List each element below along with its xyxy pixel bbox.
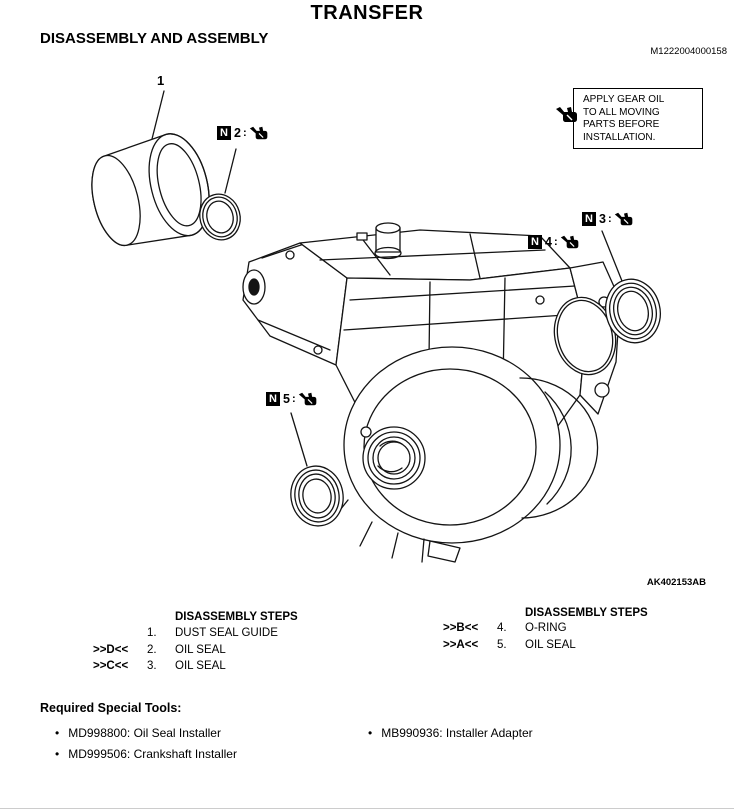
oil-icon: [249, 126, 267, 140]
callout-separator: :: [242, 127, 247, 139]
tool-name: MD998800: Oil Seal Installer: [68, 726, 221, 740]
callout-1: 1: [157, 73, 165, 88]
note-line: APPLY GEAR OIL: [583, 94, 665, 105]
oil-icon: [556, 107, 577, 122]
step-name: OIL SEAL: [525, 639, 576, 651]
transfer-case-diagram: [91, 90, 661, 563]
tool-item: • MD999506: Crankshaft Installer: [55, 747, 237, 761]
non-reusable-symbol: N: [582, 212, 596, 226]
step-row: >>C<< 3. OIL SEAL: [93, 660, 226, 672]
tool-name: MD999506: Crankshaft Installer: [68, 747, 237, 761]
gear-oil-note-box: APPLY GEAR OIL TO ALL MOVING PARTS BEFOR…: [556, 88, 703, 149]
callout-number: 5: [283, 392, 290, 406]
step-name: DUST SEAL GUIDE: [175, 627, 278, 639]
gear-case-drawing: [242, 222, 621, 563]
bullet: •: [55, 726, 60, 740]
tool-item: • MD998800: Oil Seal Installer: [55, 726, 221, 740]
note-line: PARTS BEFORE: [583, 119, 660, 130]
note-line: INSTALLATION.: [583, 131, 656, 143]
steps-heading-left: DISASSEMBLY STEPS: [175, 611, 298, 623]
callout-separator: :: [291, 393, 296, 405]
oil-seal-5-drawing: [290, 465, 344, 527]
figure-code: AK402153AB: [646, 577, 706, 588]
non-reusable-symbol: N: [528, 235, 542, 249]
bullet: •: [55, 747, 60, 761]
oil-seal-3-drawing: [605, 278, 661, 344]
step-row: 1. DUST SEAL GUIDE: [93, 627, 278, 639]
callout-n2: N 2 :: [217, 125, 269, 141]
step-number: 5.: [497, 639, 507, 651]
step-number: 2.: [147, 644, 157, 656]
step-row: >>B<< 4. O-RING: [443, 622, 567, 634]
tools-heading: Required Special Tools:: [40, 701, 182, 715]
step-tag: >>A<<: [443, 639, 479, 651]
step-name: OIL SEAL: [175, 644, 226, 656]
oil-icon: [560, 235, 578, 249]
callout-number: 4: [545, 235, 552, 249]
tool-item: • MB990936: Installer Adapter: [368, 726, 533, 740]
step-number: 1.: [147, 627, 157, 639]
tool-name: MB990936: Installer Adapter: [381, 726, 533, 740]
page-title: TRANSFER: [310, 2, 424, 24]
note-line: TO ALL MOVING: [583, 106, 660, 118]
callout-separator: :: [553, 236, 558, 248]
o-ring-drawing: [553, 296, 617, 376]
oil-seal-2-drawing: [199, 193, 241, 241]
page-bottom-edge: [0, 808, 734, 809]
callout-separator: :: [607, 213, 612, 225]
step-row: >>D<< 2. OIL SEAL: [93, 644, 226, 656]
non-reusable-symbol: N: [217, 126, 231, 140]
callout-number: 2: [234, 126, 241, 140]
step-number: 4.: [497, 622, 507, 634]
steps-heading-right: DISASSEMBLY STEPS: [525, 607, 648, 619]
section-heading: DISASSEMBLY AND ASSEMBLY: [40, 30, 269, 47]
step-tag: >>B<<: [443, 622, 479, 634]
doc-number: M1222004000158: [650, 46, 727, 57]
step-tag: [93, 627, 147, 639]
step-tag: >>D<<: [93, 644, 129, 656]
step-row: >>A<< 5. OIL SEAL: [443, 639, 576, 651]
oil-icon: [614, 212, 632, 226]
bullet: •: [368, 726, 373, 740]
oil-icon: [298, 392, 316, 406]
callout-n5: N 5 :: [266, 391, 318, 407]
step-number: 3.: [147, 660, 157, 672]
callout-n3: N 3 :: [582, 211, 634, 227]
non-reusable-symbol: N: [266, 392, 280, 406]
step-name: O-RING: [525, 622, 567, 634]
step-tag: >>C<<: [93, 660, 129, 672]
callout-number: 3: [599, 212, 606, 226]
step-name: OIL SEAL: [175, 660, 226, 672]
dust-seal-guide-drawing: [91, 133, 210, 247]
callout-n4: N 4 :: [528, 234, 580, 250]
